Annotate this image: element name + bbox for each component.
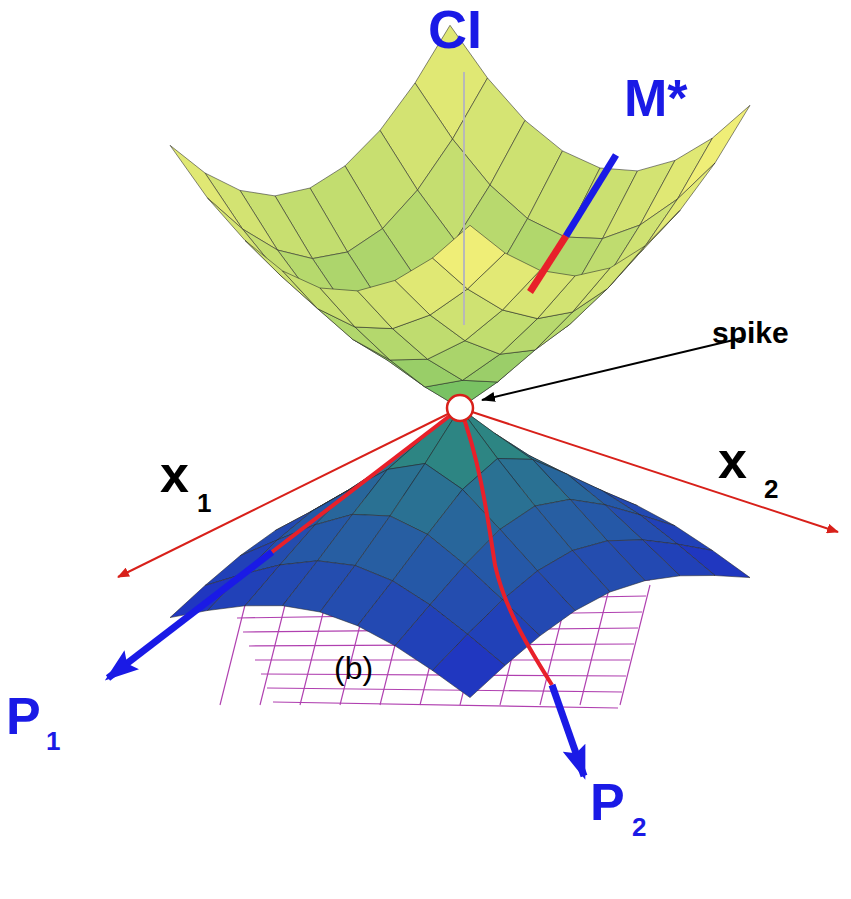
surface-patch <box>205 173 278 250</box>
spike-arrow <box>482 338 742 400</box>
panel-label: (b) <box>334 652 373 684</box>
surface-patch <box>608 210 681 288</box>
axis-subscript: 1 <box>197 490 211 516</box>
path-blue <box>566 155 616 236</box>
product-subscript: 2 <box>632 814 646 840</box>
grid-line <box>267 688 622 692</box>
grid-line <box>273 702 618 708</box>
surface-patch <box>170 145 243 229</box>
path-red <box>530 236 566 292</box>
product-subscript: 1 <box>46 728 60 754</box>
ci-leader <box>463 72 465 325</box>
surface-patch <box>433 634 506 697</box>
x2-axis <box>460 408 838 532</box>
product-label: P <box>590 776 625 828</box>
axis-label: x <box>718 434 747 486</box>
path-red <box>272 408 460 552</box>
path-red <box>460 408 552 685</box>
path-blue <box>108 552 272 678</box>
surface-patch <box>678 105 751 199</box>
grid-line <box>620 585 650 705</box>
intersection-point <box>447 395 473 421</box>
potential-energy-surfaces <box>170 25 750 697</box>
axis-label: x <box>160 448 189 500</box>
ci-label: CI <box>428 2 482 56</box>
product-label: P <box>6 690 41 742</box>
path-blue <box>552 685 584 776</box>
surface-patch <box>245 240 318 308</box>
spike-label: spike <box>712 318 789 348</box>
axis-subscript: 2 <box>764 476 778 502</box>
x1-axis <box>118 408 460 577</box>
surface-patch <box>433 225 506 289</box>
state-label: M* <box>624 72 688 124</box>
